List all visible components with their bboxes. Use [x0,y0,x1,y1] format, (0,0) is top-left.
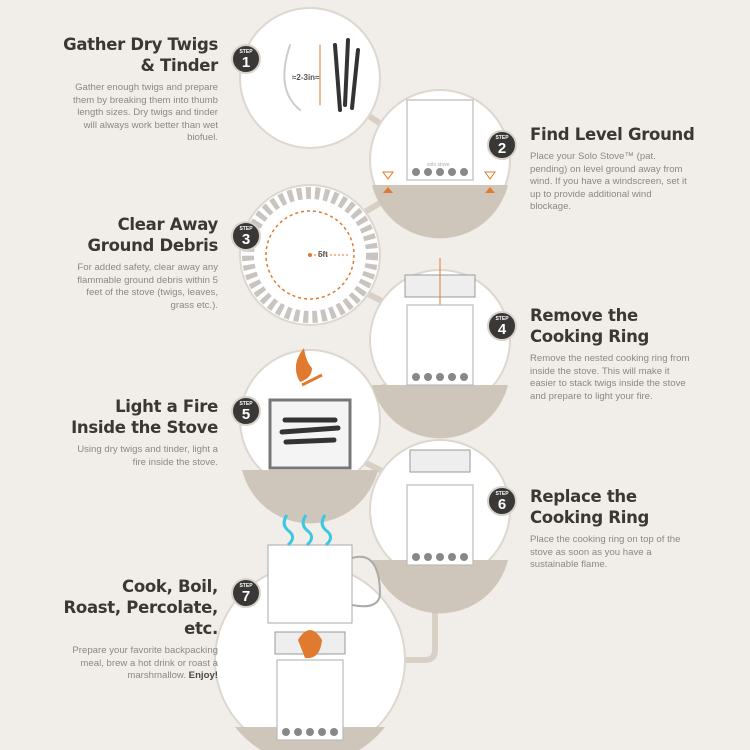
step-6: Replace the Cooking Ring Place the cooki… [530,486,695,572]
step-title: Cook, Boil, Roast, Percolate, etc. [63,577,219,638]
step-2: Find Level Ground Place your Solo Stove™… [530,124,695,214]
step-description: Place the cooking ring on top of the sto… [530,534,681,571]
step-title: Clear Away Ground Debris [87,215,219,255]
step-1: Gather Dry Twigs & Tinder Gather enough … [62,34,218,145]
step-title: Replace the Cooking Ring [530,487,650,527]
step-description: For added safety, clear away any flammab… [77,262,218,311]
step-7: Cook, Boil, Roast, Percolate, etc. Prepa… [62,576,219,683]
twigs-illustration [283,38,360,112]
step-description: Place your Solo Stove™ (pat. pending) on… [530,151,687,213]
stove-brand-label: solo stove [427,162,450,168]
step-3: Clear Away Ground Debris For added safet… [62,214,218,312]
cook-illustration [235,514,385,750]
step-description: Using dry twigs and tinder, light a fire… [77,444,218,468]
step-title: Find Level Ground [530,125,695,144]
debris-circle-illustration [242,187,378,323]
clear-radius-label: 5ft [318,250,328,259]
level-ground-illustration [372,99,508,239]
step-description: Gather enough twigs and prepare them by … [72,82,218,144]
replace-ring-illustration [372,449,508,614]
step-title: Remove the Cooking Ring [530,306,650,346]
step-emphasis: Enjoy! [188,670,218,682]
step-title: Gather Dry Twigs & Tinder [63,35,218,75]
fire-inside-stove-illustration [242,348,378,524]
step-description: Remove the nested cooking ring from insi… [530,353,690,402]
step-title: Light a Fire Inside the Stove [71,397,218,437]
remove-ring-illustration [372,258,508,439]
circle-step-1 [239,7,381,149]
step-5: Light a Fire Inside the Stove Using dry … [62,396,218,469]
step-description: Prepare your favorite backpacking meal, … [72,645,218,682]
step-4: Remove the Cooking Ring Remove the neste… [530,305,695,403]
twig-size-label: ≈2-3in≈ [292,73,320,82]
